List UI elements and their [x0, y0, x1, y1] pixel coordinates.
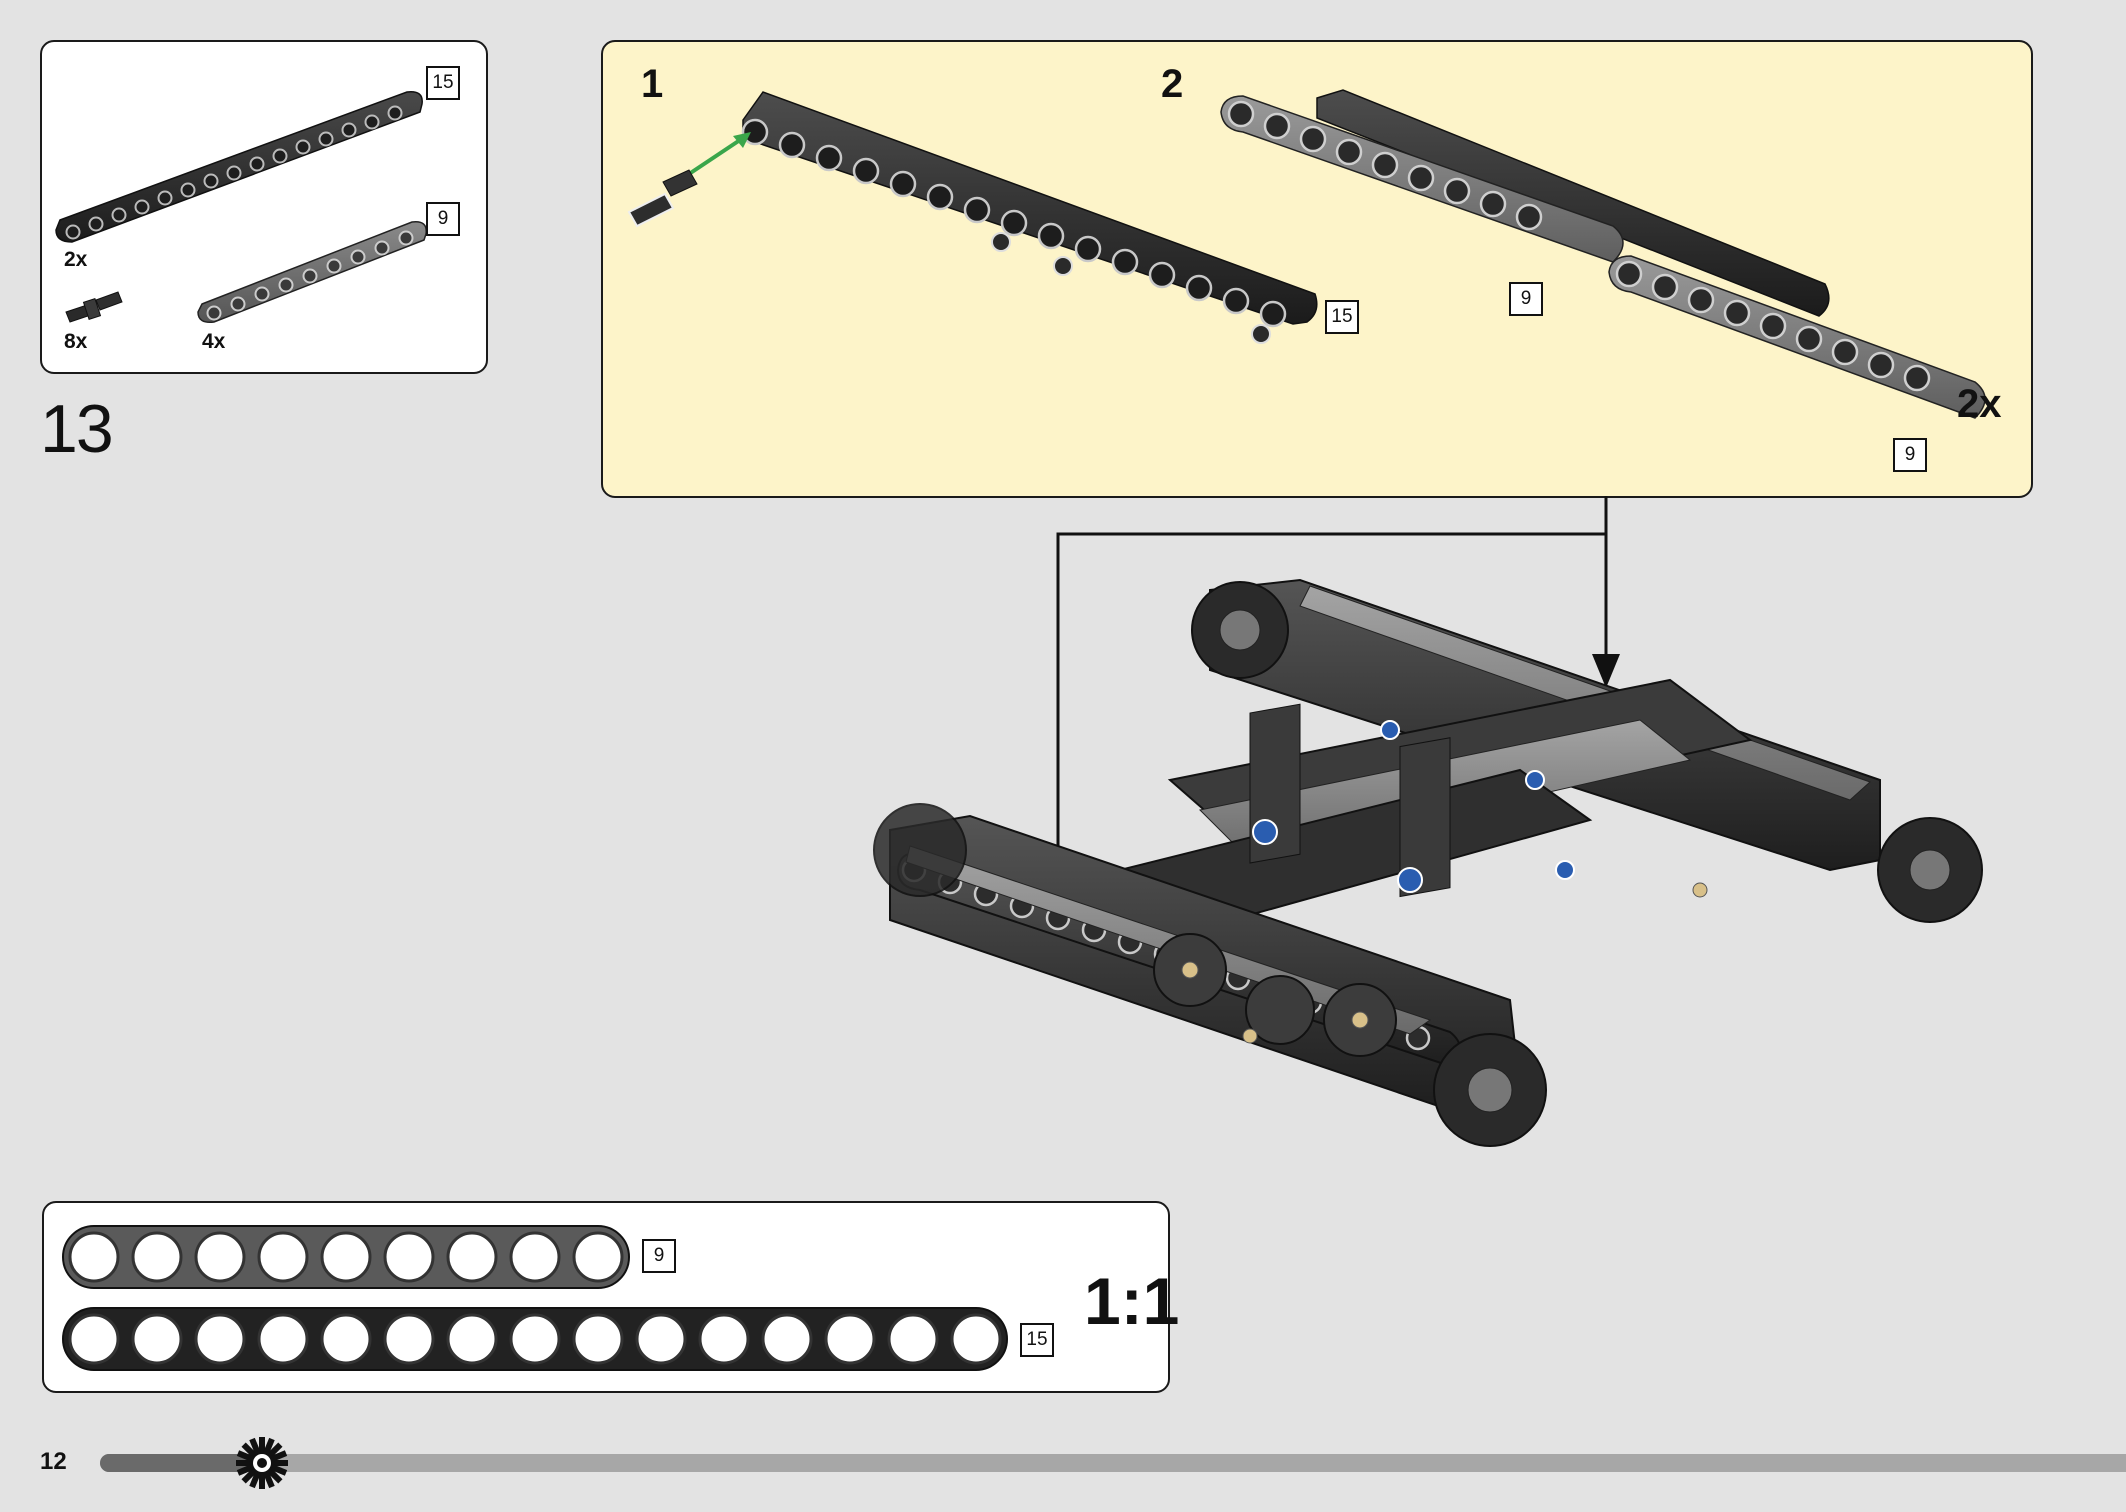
beam-9-grey-part: [197, 221, 427, 324]
ruler-hole: [509, 1313, 561, 1365]
ruler-beam-15: [62, 1307, 1008, 1371]
ruler-hole: [68, 1231, 120, 1283]
ruler-hole: [257, 1313, 309, 1365]
beam-15-black-part: [55, 91, 423, 243]
ruler-hole: [824, 1313, 876, 1365]
multiplier-label: 2x: [1957, 382, 2002, 426]
scale-ruler-panel: 9 15 1:1: [42, 1201, 1179, 1393]
ruler-hole: [446, 1231, 498, 1283]
ruler-beam-9: [62, 1225, 630, 1289]
subassembly-panel: 1 2 15 9 9 2x: [601, 40, 2033, 498]
length-indicator-15: 15: [426, 66, 460, 100]
ruler-hole: [320, 1313, 372, 1365]
length-indicator-9: 9: [1509, 282, 1543, 316]
ruler-hole: [320, 1231, 372, 1283]
substep-1-label: 1: [641, 62, 664, 106]
ruler-hole: [383, 1231, 435, 1283]
ruler-hole: [68, 1313, 120, 1365]
ruler-hole: [131, 1231, 183, 1283]
ruler-hole: [383, 1313, 435, 1365]
insert-pin-arrow: [627, 132, 751, 228]
subassembly-illustration: [627, 89, 1986, 419]
main-model-illustration: [873, 578, 1983, 1147]
ruler-beams: [62, 1225, 1008, 1371]
progress-fill: [100, 1454, 262, 1472]
substep-2-label: 2: [1161, 62, 1184, 106]
ruler-hole: [761, 1313, 813, 1365]
progress-gear-icon: [236, 1437, 288, 1489]
scale-label: 1:1: [1084, 1264, 1180, 1338]
ruler-hole: [194, 1313, 246, 1365]
progress-track: [100, 1454, 2126, 1472]
ruler-hole: [131, 1313, 183, 1365]
length-indicator-15: 15: [1325, 300, 1359, 334]
qty-beam-9: 4x: [202, 330, 226, 353]
ruler-hole: [887, 1313, 939, 1365]
step-number: 13: [40, 391, 114, 467]
step2-assembly: [1220, 89, 1986, 419]
ruler-hole: [509, 1231, 561, 1283]
ruler-hole: [698, 1313, 750, 1365]
step1-beam-15: [741, 91, 1318, 344]
friction-pin-part: [65, 291, 123, 323]
ruler-length-15: 15: [1020, 1323, 1054, 1357]
ruler-hole: [950, 1313, 1002, 1365]
length-indicator-9: 9: [1893, 438, 1927, 472]
parts-list-illustration: [55, 91, 427, 324]
qty-beam-15: 2x: [64, 248, 88, 271]
ruler-hole: [194, 1231, 246, 1283]
page-number: 12: [40, 1448, 67, 1475]
ruler-hole: [257, 1231, 309, 1283]
ruler-hole: [446, 1313, 498, 1365]
ruler-hole: [572, 1231, 624, 1283]
length-indicator-9: 9: [426, 202, 460, 236]
qty-friction-pin: 8x: [64, 330, 88, 353]
ruler-hole: [635, 1313, 687, 1365]
ruler-hole: [572, 1313, 624, 1365]
parts-list-panel: 15 9 2x 8x 4x: [40, 40, 488, 374]
ruler-length-9: 9: [642, 1239, 676, 1273]
